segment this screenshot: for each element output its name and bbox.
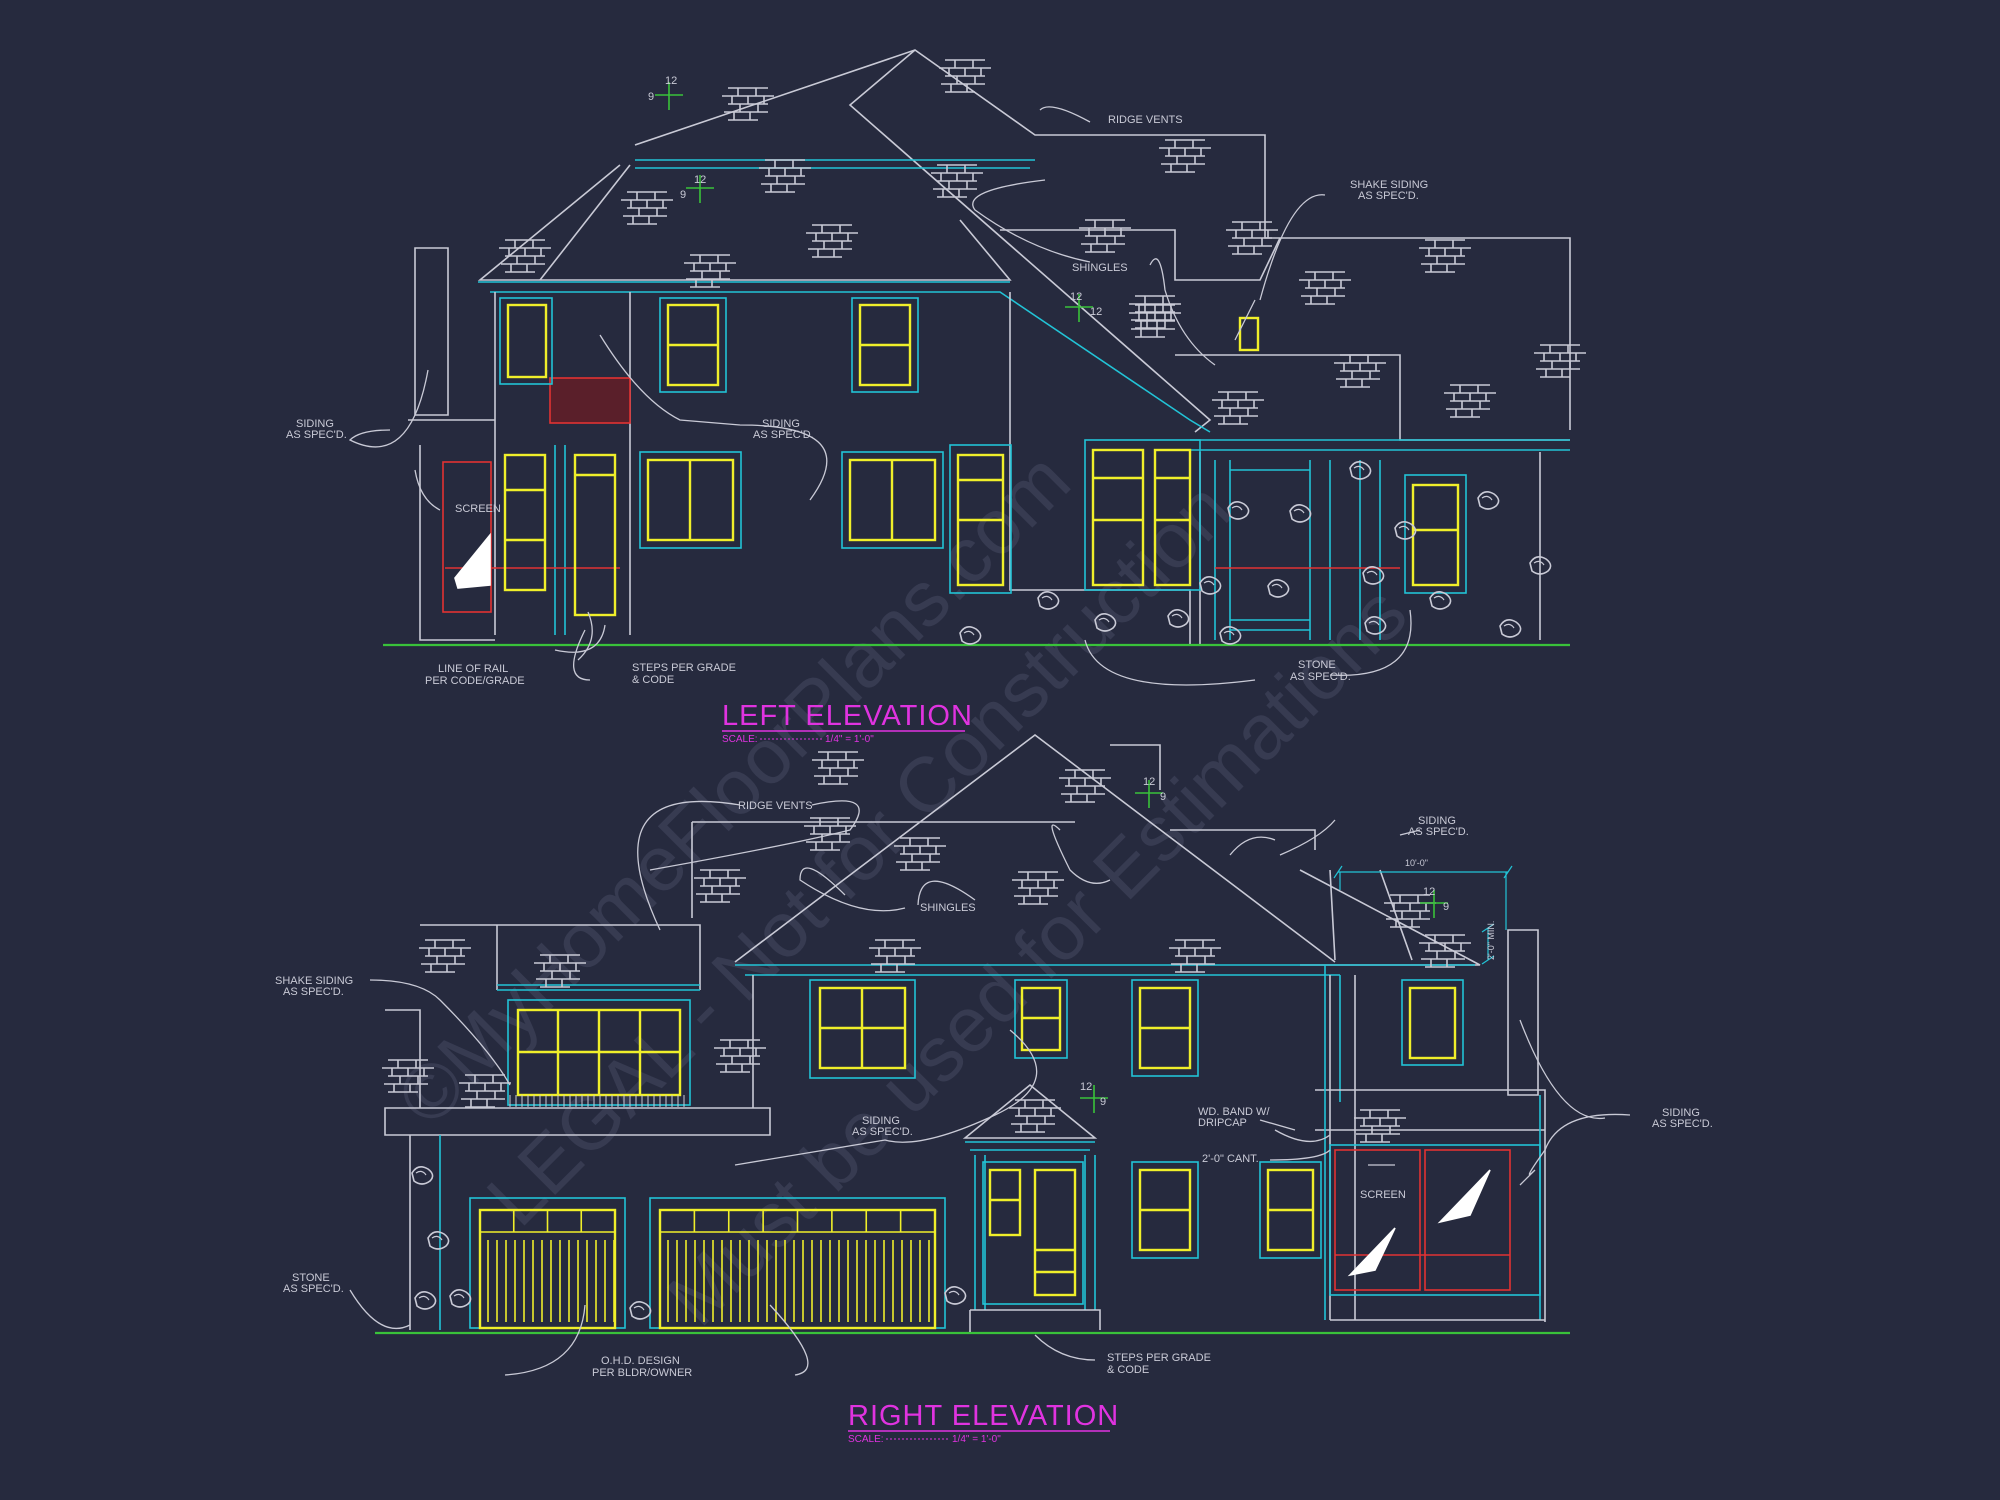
left-porch-roof xyxy=(1175,354,1570,441)
right-note-wd-band-line1: WD. BAND W/ xyxy=(1198,1106,1270,1118)
right-dim-width: 10'-0" xyxy=(1405,858,1428,868)
note-stone-line2: AS SPEC'D. xyxy=(1290,671,1351,683)
right-main-roof xyxy=(734,733,1336,963)
note-steps-line1: STEPS PER GRADE xyxy=(632,662,736,674)
right-elevation xyxy=(349,733,1631,1376)
note-ridge-vents: RIDGE VENTS xyxy=(1108,114,1183,126)
right-note-siding-mid-line2: AS SPEC'D. xyxy=(852,1126,913,1138)
right-pitch-2-run: 12 xyxy=(1080,1081,1092,1093)
right-scale-value: 1/4" = 1'-0" xyxy=(952,1434,1001,1445)
right-note-ridge-vents: RIDGE VENTS xyxy=(738,800,813,812)
left-elevation xyxy=(348,49,1587,686)
left-porch-opening xyxy=(1230,469,1310,631)
left-balcony-rail xyxy=(549,377,631,424)
left-leaders xyxy=(348,106,1412,686)
right-bay-balusters xyxy=(509,1095,685,1107)
left-columns xyxy=(554,445,1381,640)
right-note-ohd-line1: O.H.D. DESIGN xyxy=(601,1355,680,1367)
right-note-stone-line2: AS SPEC'D. xyxy=(283,1283,344,1295)
note-siding-left-line1: SIDING xyxy=(296,418,334,430)
right-chimney xyxy=(1507,929,1539,1096)
note-shingles: SHINGLES xyxy=(1072,262,1128,274)
left-roof-gable xyxy=(848,49,1212,433)
right-garage-door-panels xyxy=(480,1210,935,1322)
note-screen: SCREEN xyxy=(455,503,501,515)
left-pitch-3-run: 12 xyxy=(1070,291,1082,303)
right-elevation-title: RIGHT ELEVATION xyxy=(848,1400,1119,1432)
right-elevation-title-block: RIGHT ELEVATION SCALE: 1/4" = 1'-0" xyxy=(848,1400,1119,1445)
right-note-screen: SCREEN xyxy=(1360,1189,1406,1201)
note-siding-center-line1: SIDING xyxy=(762,418,800,430)
right-note-siding-top-line1: SIDING xyxy=(1418,815,1456,827)
right-window-trim xyxy=(507,979,1464,1305)
right-note-siding-mid-line1: SIDING xyxy=(862,1115,900,1127)
left-chimney xyxy=(408,247,495,641)
right-note-shake-siding-line1: SHAKE SIDING xyxy=(275,975,353,987)
left-pitch-1-run: 12 xyxy=(665,75,677,87)
left-screen-porch xyxy=(442,461,492,613)
note-shake-siding-line2: AS SPEC'D. xyxy=(1358,190,1419,202)
left-scale-label: SCALE: xyxy=(722,734,758,745)
left-screen-glare xyxy=(454,532,491,589)
right-entry-gable-trim xyxy=(965,1141,1095,1151)
left-fascia xyxy=(478,281,1570,451)
right-windows xyxy=(516,986,1457,1297)
note-line-of-rail-line2: PER CODE/GRADE xyxy=(425,675,525,687)
right-note-wd-band-line2: DRIPCAP xyxy=(1198,1117,1247,1129)
right-note-shake-siding-line2: AS SPEC'D. xyxy=(283,986,344,998)
left-right-wing-roof xyxy=(1000,229,1281,281)
right-screen-glare-1 xyxy=(1347,1227,1396,1277)
right-left-roof xyxy=(496,924,701,990)
right-note-siding-right-line1: SIDING xyxy=(1662,1107,1700,1119)
left-windows xyxy=(503,303,1460,617)
right-base-line xyxy=(969,1309,1545,1332)
right-pitch-3-rise: 9 xyxy=(1443,901,1449,913)
right-note-cant: 2'-0" CANT. xyxy=(1202,1153,1259,1165)
left-elevation-title: LEFT ELEVATION xyxy=(722,700,973,732)
right-note-shingles: SHINGLES xyxy=(920,902,976,914)
left-pitch-2-rise: 9 xyxy=(680,189,686,201)
right-note-siding-top-line2: AS SPEC'D. xyxy=(1408,826,1469,838)
right-dim-height: 2'-0" MIN. xyxy=(1486,921,1496,960)
note-line-of-rail-line1: LINE OF RAIL xyxy=(438,663,508,675)
watermark: ©MyHomeFloorPlans.com LEGAL - Not for Co… xyxy=(380,435,1423,1342)
note-siding-left-line2: AS SPEC'D. xyxy=(286,429,347,441)
right-fascia xyxy=(497,964,1475,1102)
right-note-ohd-line2: PER BLDR/OWNER xyxy=(592,1367,692,1379)
right-note-steps-line1: STEPS PER GRADE xyxy=(1107,1352,1211,1364)
right-pitch-2-rise: 9 xyxy=(1100,1096,1106,1108)
left-hip-roof xyxy=(539,164,631,281)
left-scale-value: 1/4" = 1'-0" xyxy=(825,734,874,745)
right-note-siding-right-line2: AS SPEC'D. xyxy=(1652,1118,1713,1130)
right-leaders xyxy=(349,800,1631,1376)
right-screen-glare-2 xyxy=(1437,1169,1491,1224)
right-pitch-1-run: 12 xyxy=(1143,776,1155,788)
right-entry-gable xyxy=(962,1083,1098,1139)
left-elevation-title-block: LEFT ELEVATION SCALE: 1/4" = 1'-0" xyxy=(722,700,973,745)
right-pitch-3-run: 12 xyxy=(1423,886,1435,898)
note-siding-center-line2: AS SPEC'D. xyxy=(753,429,814,441)
note-steps-line2: & CODE xyxy=(632,674,674,686)
right-upper-roof xyxy=(691,744,1316,918)
right-screen-porch xyxy=(1329,1144,1541,1296)
right-scale-label: SCALE: xyxy=(848,1434,884,1445)
left-gable-trim xyxy=(635,159,1035,169)
left-pitch-3-rise: 12 xyxy=(1090,306,1102,318)
right-note-steps-line2: & CODE xyxy=(1107,1364,1149,1376)
note-shake-siding-line1: SHAKE SIDING xyxy=(1350,179,1428,191)
right-dimensions xyxy=(1333,865,1513,965)
right-pitch-1-rise: 9 xyxy=(1160,791,1166,803)
left-pitch-2-run: 12 xyxy=(694,174,706,186)
right-note-stone-line1: STONE xyxy=(292,1272,330,1284)
left-secondary-roof xyxy=(477,164,1012,281)
note-stone-line1: STONE xyxy=(1298,659,1336,671)
left-pitch-1-rise: 9 xyxy=(648,91,654,103)
